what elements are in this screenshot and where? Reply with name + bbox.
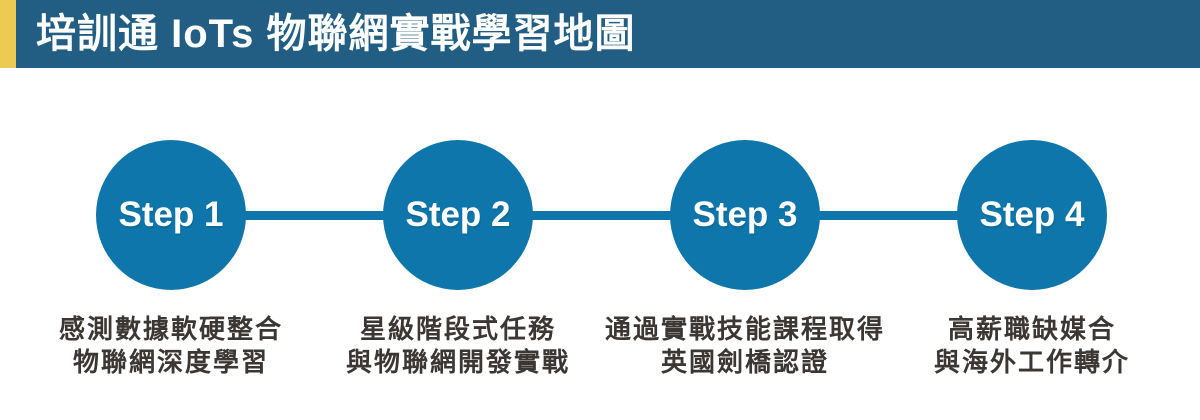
step-1-caption-line2: 物聯網深度學習: [72, 347, 269, 377]
step-3-caption-line1: 通過實戰技能課程取得: [604, 314, 885, 344]
step-4-circle: Step 4: [957, 140, 1107, 290]
step-3-circle: Step 3: [670, 140, 820, 290]
step-2-circle: Step 2: [383, 140, 533, 290]
step-1-caption: 感測數據軟硬整合 物聯網深度學習: [1, 313, 341, 379]
step-connector-line: [171, 211, 1032, 220]
step-3-label: Step 3: [692, 195, 798, 234]
step-1-label: Step 1: [118, 195, 224, 234]
page-title: 培訓通 IoTs 物聯網實戰學習地圖: [36, 12, 636, 56]
step-4-caption-line2: 與海外工作轉介: [933, 347, 1130, 377]
step-4-label: Step 4: [979, 195, 1085, 234]
step-2-caption-line1: 星級階段式任務: [359, 314, 556, 344]
header-bar: 培訓通 IoTs 物聯網實戰學習地圖: [0, 0, 1200, 68]
step-1-circle: Step 1: [96, 140, 246, 290]
step-2-caption-line2: 與物聯網開發實戰: [345, 347, 570, 377]
step-4-caption-line1: 高薪職缺媒合: [947, 314, 1116, 344]
step-2-label: Step 2: [405, 195, 511, 234]
header-accent-stripe: [0, 0, 16, 68]
step-4-caption: 高薪職缺媒合 與海外工作轉介: [862, 313, 1200, 379]
step-3-caption-line2: 英國劍橋認證: [660, 347, 829, 377]
step-3-caption: 通過實戰技能課程取得 英國劍橋認證: [575, 313, 915, 379]
step-1-caption-line1: 感測數據軟硬整合: [58, 314, 283, 344]
step-2-caption: 星級階段式任務 與物聯網開發實戰: [288, 313, 628, 379]
